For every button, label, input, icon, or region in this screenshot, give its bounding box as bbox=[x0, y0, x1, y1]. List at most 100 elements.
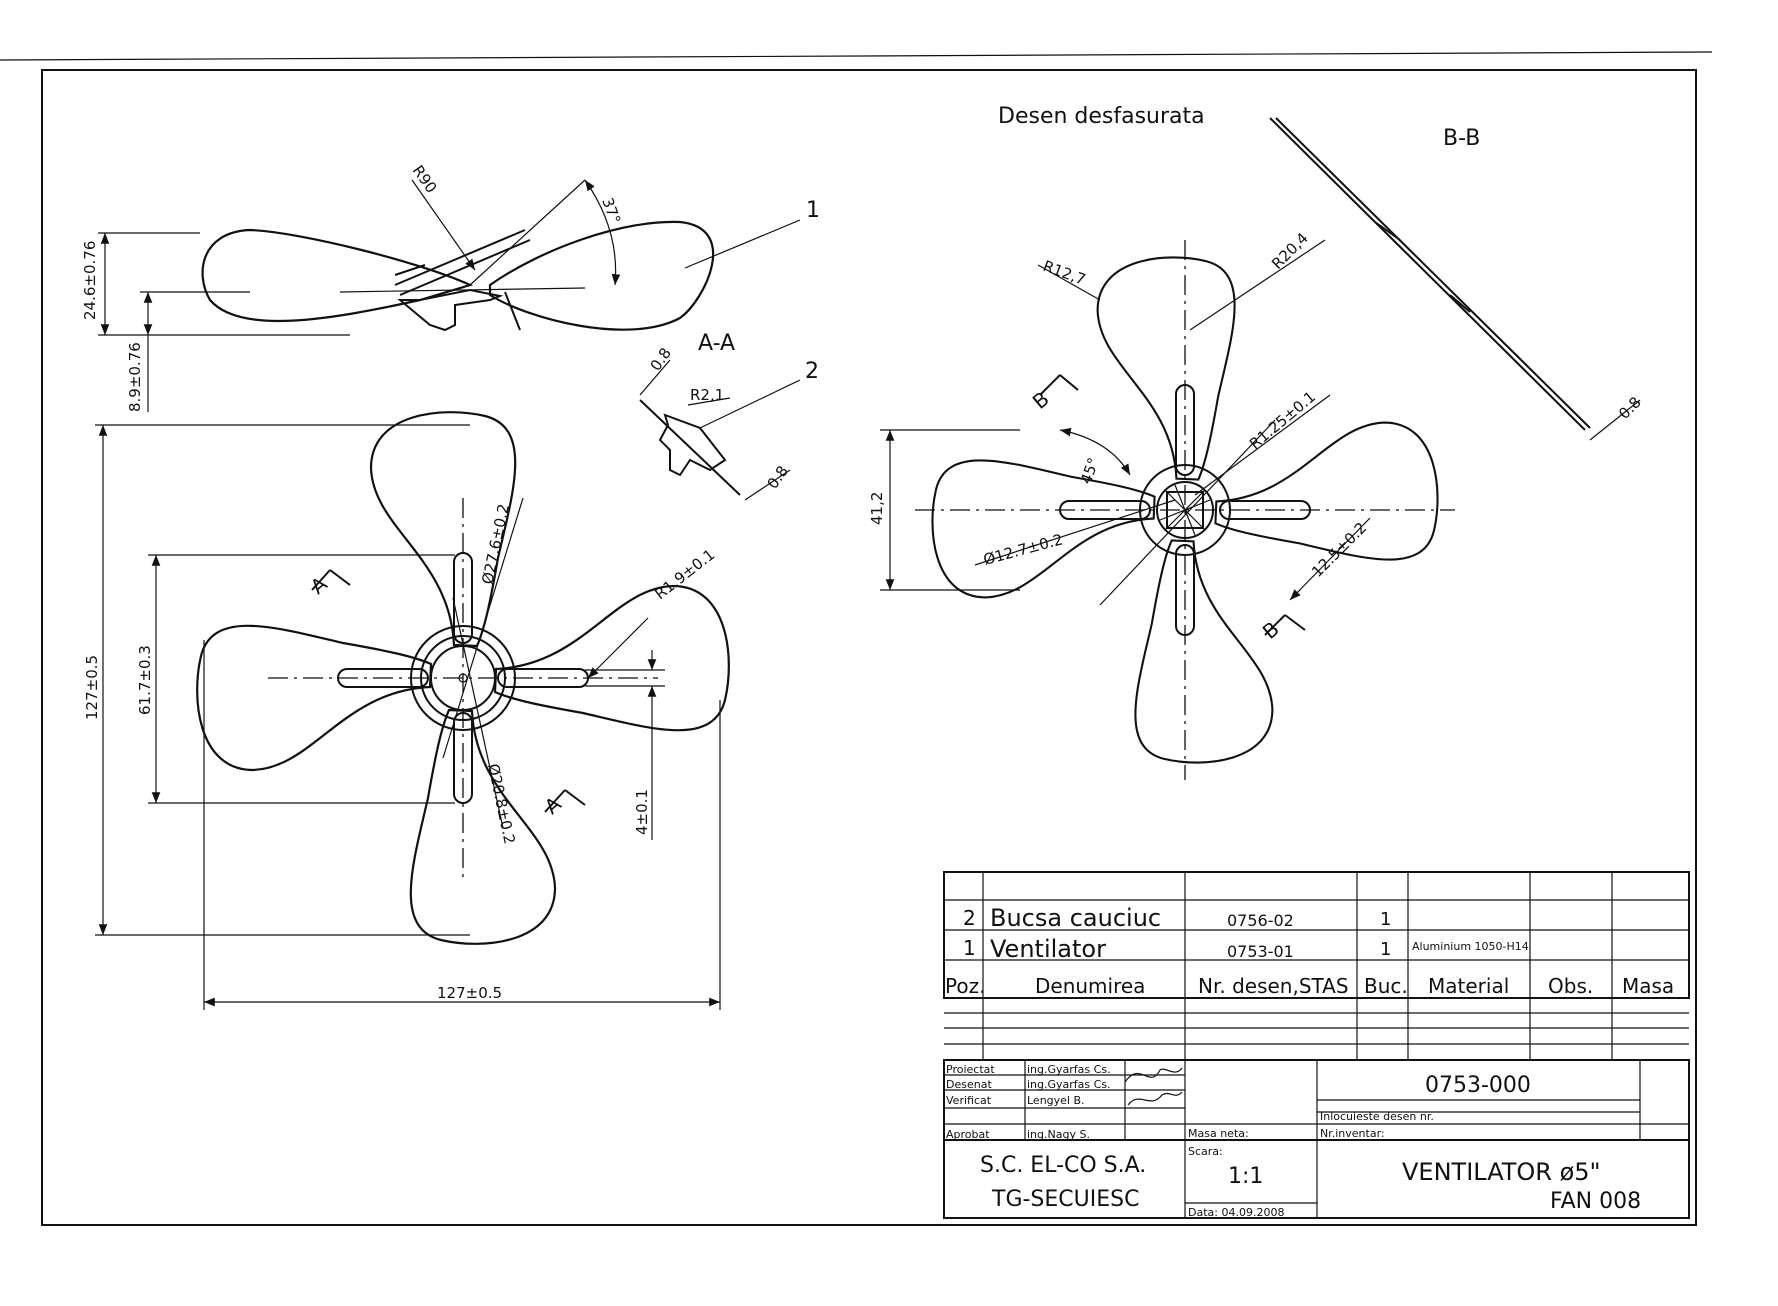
callout-2-leader bbox=[699, 379, 801, 429]
front-height-label: 127±0.5 bbox=[83, 655, 101, 720]
row1-qty: 1 bbox=[1380, 939, 1391, 960]
row2-qty: 1 bbox=[1380, 909, 1391, 930]
aa-blade-line bbox=[639, 399, 741, 496]
dev-r204-leader bbox=[1189, 239, 1326, 331]
aa-thick1-label: 0.8 bbox=[647, 344, 675, 374]
role-aprobat: Aprobat bbox=[946, 1128, 990, 1141]
cut-a-bottom-label: A bbox=[540, 791, 566, 818]
replaces-label: Inlocuieste desen nr. bbox=[1320, 1110, 1434, 1123]
angle37-arc bbox=[584, 179, 621, 286]
signature-designer bbox=[1124, 1067, 1183, 1083]
r90-leader bbox=[411, 179, 476, 271]
inventory-label: Nr.inventar: bbox=[1320, 1127, 1385, 1140]
aa-bushing bbox=[658, 413, 727, 477]
dev-r127-leader bbox=[1037, 264, 1101, 301]
row1-drawing: 0753-01 bbox=[1227, 942, 1294, 961]
bb-thick-label: 0.8 bbox=[1615, 393, 1645, 423]
developed-view bbox=[915, 240, 1455, 780]
person-desenat: ing.Gyarfas Cs. bbox=[1027, 1078, 1111, 1091]
dev-d127-leader bbox=[974, 499, 1176, 566]
row1-poz: 1 bbox=[963, 936, 976, 960]
front-blade-bottom bbox=[409, 708, 557, 945]
section-bb: B-B 0.8 bbox=[1269, 117, 1645, 441]
scale-label: Scara: bbox=[1188, 1145, 1223, 1158]
header-drawing: Nr. desen,STAS bbox=[1198, 974, 1349, 998]
side-blade-left bbox=[201, 228, 474, 323]
side-offset-label: 8.9±0.76 bbox=[126, 342, 144, 412]
parts-list: 2 Bucsa cauciuc 0756-02 1 1 Ventilator 0… bbox=[943, 871, 1690, 1061]
row2-drawing: 0756-02 bbox=[1227, 911, 1294, 930]
side-blade-pitch bbox=[394, 229, 531, 296]
role-desenat: Desenat bbox=[946, 1078, 992, 1091]
role-verificat: Verificat bbox=[946, 1094, 992, 1107]
cut-a-top-label: A bbox=[306, 571, 332, 598]
cut-a-bottom-mark bbox=[544, 789, 586, 813]
front-r-leader bbox=[587, 617, 649, 679]
front-view bbox=[196, 411, 730, 945]
side-view: 24.6±0.76 8.9±0.76 R90 37° 1 bbox=[81, 162, 820, 412]
dev-blade-bottom bbox=[1134, 539, 1274, 764]
front-blade-left bbox=[196, 624, 433, 772]
header-material: Material bbox=[1428, 974, 1509, 998]
signature-checker bbox=[1127, 1091, 1183, 1106]
bb-blade-profile bbox=[1269, 117, 1591, 431]
callout-1: 1 bbox=[806, 198, 820, 223]
front-blade-right bbox=[493, 584, 730, 732]
developed-title: Desen desfasurata bbox=[998, 104, 1205, 129]
cut-b-bottom-mark bbox=[1264, 614, 1306, 636]
front-d2-leader bbox=[452, 597, 504, 829]
person-proiectat: ing.Gyarfas Cs. bbox=[1027, 1063, 1111, 1076]
drawing-number: 0753-000 bbox=[1425, 1073, 1531, 1098]
bb-bends bbox=[1374, 221, 1471, 313]
product-code: FAN 008 bbox=[1550, 1189, 1641, 1214]
front-4-label: 4±0.1 bbox=[633, 789, 651, 835]
aa-r-leader bbox=[687, 397, 731, 406]
front-d1-leader bbox=[442, 497, 524, 759]
header-qty: Buc. bbox=[1364, 974, 1408, 998]
header-name: Denumirea bbox=[1035, 974, 1145, 998]
company-city: TG-SECUIESC bbox=[991, 1187, 1139, 1212]
row1-name: Ventilator bbox=[990, 935, 1106, 963]
front-inner-label: 61.7±0.3 bbox=[136, 645, 154, 715]
dev-r125-leader bbox=[1194, 394, 1331, 496]
cut-a-top-mark bbox=[311, 569, 351, 591]
aa-r-label: R2,1 bbox=[690, 386, 724, 404]
side-centerline bbox=[339, 287, 586, 293]
section-bb-title: B-B bbox=[1443, 126, 1480, 151]
sheet-top-edge bbox=[0, 51, 1713, 61]
r90-label: R90 bbox=[409, 162, 441, 197]
dev-45-arc bbox=[1059, 427, 1131, 476]
section-aa: A-A 0.8 R2,1 2 0.8 bbox=[639, 331, 819, 501]
aa-thick2-label: 0.8 bbox=[764, 462, 792, 492]
product-title: VENTILATOR ø5" bbox=[1402, 1158, 1601, 1186]
dev-blade-left bbox=[931, 459, 1156, 599]
header-obs: Obs. bbox=[1548, 974, 1593, 998]
dev-412-label: 41,2 bbox=[868, 492, 886, 525]
header-poz: Poz. bbox=[945, 974, 985, 998]
callout-2: 2 bbox=[805, 359, 819, 384]
cut-b-top-label: B bbox=[1028, 387, 1054, 414]
title-block: Proiectat ing.Gyarfas Cs. Desenat ing.Gy… bbox=[943, 1059, 1690, 1219]
dev-cut-line bbox=[1099, 419, 1276, 606]
row2-poz: 2 bbox=[963, 906, 976, 930]
header-mass: Masa bbox=[1622, 974, 1674, 998]
callout-1-leader bbox=[684, 219, 801, 269]
side-hub bbox=[397, 288, 504, 332]
dev-r127-label: R12,7 bbox=[1041, 257, 1088, 289]
dev-hub-slits bbox=[1159, 484, 1211, 536]
net-mass-label: Masa neta: bbox=[1188, 1127, 1249, 1140]
bb-thick-leader bbox=[1589, 399, 1641, 441]
company-name: S.C. EL-CO S.A. bbox=[980, 1153, 1146, 1178]
angle37-label: 37° bbox=[598, 195, 624, 226]
side-height-label: 24.6±0.76 bbox=[81, 241, 99, 320]
dev-r125-label: R1.25±0.1 bbox=[1246, 388, 1319, 453]
row1-material: Aluminium 1050-H14 bbox=[1412, 940, 1529, 953]
side-blade-right bbox=[488, 220, 715, 331]
front-width-label: 127±0.5 bbox=[437, 984, 502, 1002]
row2-name: Bucsa cauciuc bbox=[990, 904, 1161, 932]
person-verificat: Lengyel B. bbox=[1027, 1094, 1085, 1107]
drawing-frame bbox=[41, 69, 1697, 1226]
dev-r204-label: R20,4 bbox=[1268, 229, 1312, 273]
cut-b-top-mark bbox=[1039, 374, 1079, 396]
